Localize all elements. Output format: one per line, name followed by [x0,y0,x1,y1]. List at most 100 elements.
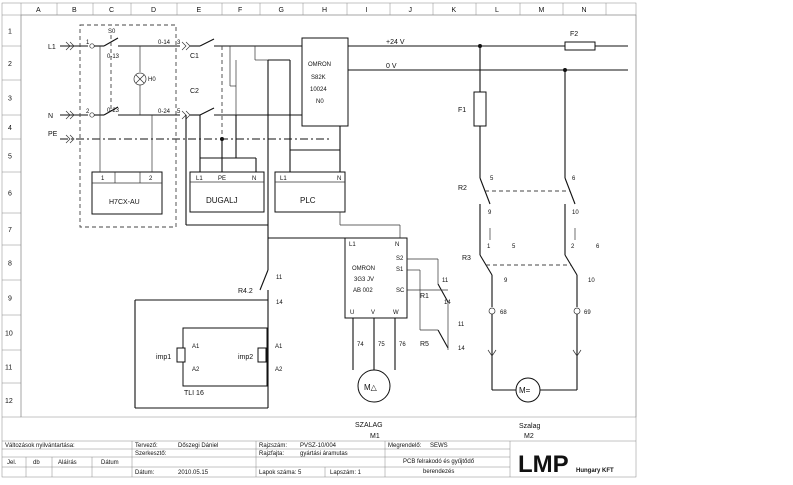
tli16-label: TLI 16 [184,390,204,397]
row-header-9: 9 [8,296,12,303]
svg-text:Dátum:: Dátum: [135,470,155,476]
customer-name: SEWS [430,443,448,449]
plc-label: PLC [300,196,316,205]
svg-text:H0: H0 [148,77,156,83]
row-header-11: 11 [5,365,12,372]
svg-text:3: 3 [177,40,181,46]
svg-text:10: 10 [572,210,579,216]
svg-text:75: 75 [378,342,385,348]
svg-text:S82K: S82K [311,75,326,81]
svg-text:0-14: 0-14 [158,40,171,46]
m2-id: M2 [524,433,534,440]
svg-text:N: N [252,176,256,182]
svg-text:W: W [393,310,399,316]
h7cx-label: H7CX-AU [109,199,140,206]
svg-text:Megrendelő:: Megrendelő: [388,443,422,449]
l1-label: L1 [48,44,56,51]
column-header-E: E [197,7,202,14]
svg-text:S2: S2 [396,256,404,262]
svg-text:9: 9 [488,210,492,216]
svg-text:PE: PE [218,176,226,182]
svg-text:Lapszám: 1: Lapszám: 1 [330,470,362,476]
zero-v-label: 0 V [386,63,397,70]
r1-contact [437,283,449,303]
column-header-A: A [36,7,41,14]
svg-text:Dátum: Dátum [101,460,119,466]
svg-text:C1: C1 [190,53,199,60]
svg-text:5: 5 [177,109,181,115]
svg-text:U: U [350,310,354,316]
svg-text:db: db [33,460,40,466]
n-label: N [48,113,53,120]
column-header-M: M [539,7,545,14]
dugalj-label: DUGALJ [206,196,238,205]
svg-text:PCB felrakodó és gyűjtődő: PCB felrakodó és gyűjtődő [403,459,475,465]
tli16-timer-box [182,327,268,387]
c1-contact [199,38,215,47]
pe-label: PE [48,131,58,138]
omron-inverter [344,237,408,319]
svg-text:L1: L1 [349,242,356,248]
svg-text:10024: 10024 [310,87,327,93]
column-dividers [56,3,607,15]
svg-text:N: N [395,242,399,248]
row-header-7: 7 [8,227,12,234]
svg-text:F1: F1 [458,107,466,114]
column-header-I: I [366,7,368,14]
f2-fuse [564,41,596,51]
svg-text:69: 69 [584,310,591,316]
svg-text:A1: A1 [192,344,200,350]
lmp-logo: LMP [518,451,569,478]
svg-text:11: 11 [276,275,283,281]
column-header-J: J [409,7,413,14]
plus24v-label: +24 V [386,39,405,46]
row-header-10: 10 [5,331,13,338]
svg-text:1: 1 [101,176,105,182]
column-header-H: H [322,7,327,14]
imp2-label: imp2 [238,354,253,361]
dugalj-socket-box [189,171,265,213]
svg-text:14: 14 [458,346,465,352]
svg-text:M=: M= [519,386,531,395]
svg-text:14: 14 [276,300,283,306]
svg-text:Aláírás: Aláírás [58,460,77,466]
svg-text:0-23: 0-23 [107,108,120,114]
column-header-C: C [109,7,114,14]
svg-text:N: N [337,176,341,182]
svg-text:Lapok száma: 5: Lapok száma: 5 [259,470,302,476]
row-header-4: 4 [8,125,12,132]
column-header-K: K [452,7,457,14]
plc-box [274,171,346,213]
svg-text:R1: R1 [420,293,429,300]
h7cx-counter-box [91,171,163,215]
svg-text:A2: A2 [275,367,283,373]
svg-text:R2: R2 [458,185,467,192]
svg-text:F2: F2 [570,31,578,38]
svg-text:76: 76 [399,342,406,348]
row-header-5: 5 [8,154,12,161]
imp1-label: imp1 [156,354,171,361]
row-dividers [2,45,21,418]
svg-text:0-13: 0-13 [107,54,120,60]
svg-text:0-24: 0-24 [158,109,171,115]
svg-text:Változások nyilvántartása:: Változások nyilvántartása: [5,443,75,449]
svg-text:A1: A1 [275,344,283,350]
drawing-number: PVSZ-10/004 [300,443,337,449]
svg-text:9: 9 [504,278,508,284]
svg-text:3G3 JV: 3G3 JV [354,277,374,283]
svg-text:berendezés: berendezés [423,469,454,475]
column-header-L: L [495,7,499,14]
column-header-D: D [151,7,156,14]
svg-text:R4.2: R4.2 [238,288,253,295]
title-block: Változások nyilvántartása: Jel. db Aláír… [2,440,636,478]
column-header-G: G [279,7,284,14]
svg-text:V: V [371,310,375,316]
svg-text:R3: R3 [462,255,471,262]
svg-text:Rajzszám:: Rajzszám: [259,443,287,449]
svg-text:68: 68 [500,310,507,316]
svg-text:Szerkesztő:: Szerkesztő: [135,451,167,457]
svg-text:Jel.: Jel. [7,460,17,466]
